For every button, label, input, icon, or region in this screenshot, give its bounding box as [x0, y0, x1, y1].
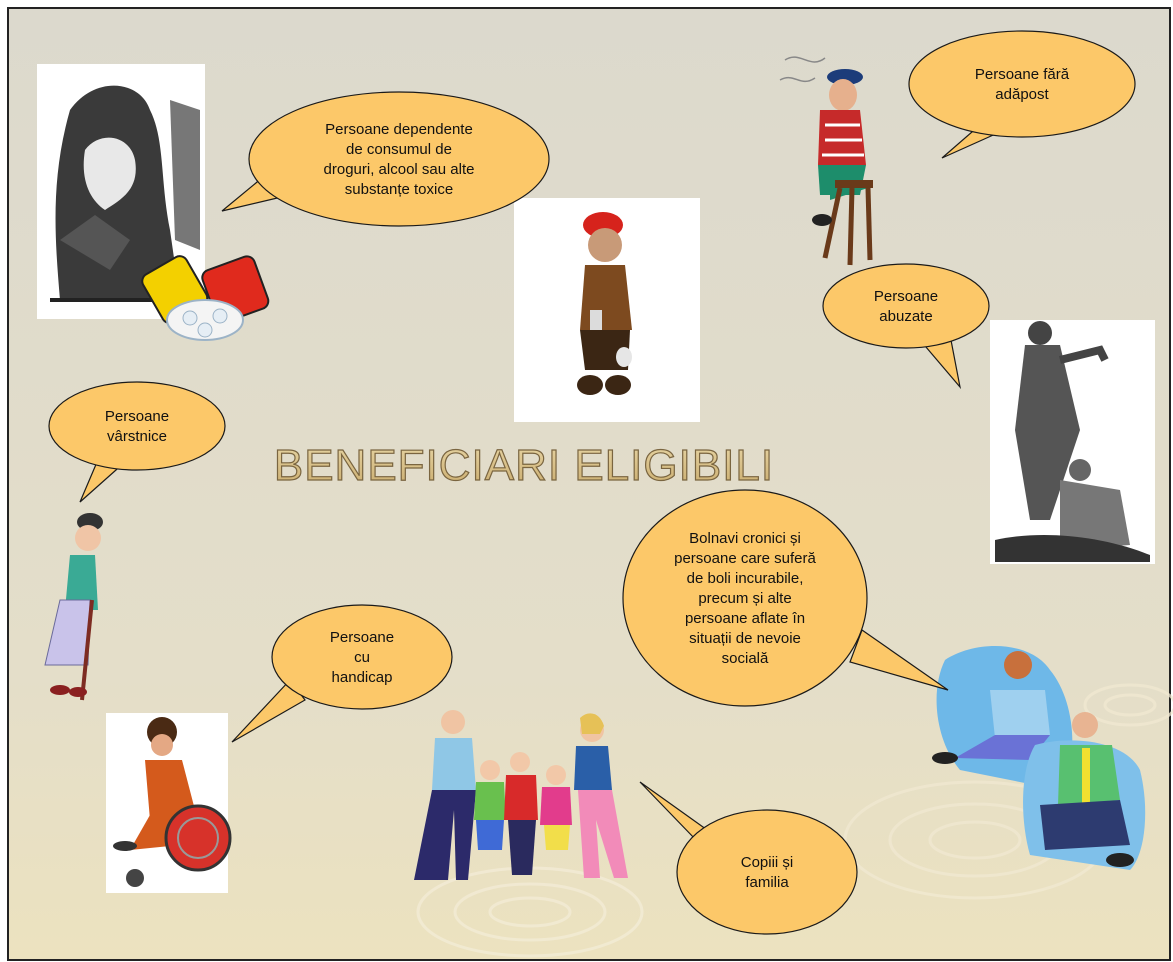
bubble-text-line: abuzate — [879, 308, 932, 325]
speech-bubble-fara-adapost: Persoane fără adăpost — [908, 30, 1136, 159]
bubble-text-line: vârstnice — [107, 428, 167, 445]
bubble-body — [822, 263, 990, 349]
speech-bubble-dependente: Persoane dependente de consumul de droguri… — [221, 91, 550, 227]
speech-bubble-varstnice: Persoane vârstnice — [48, 381, 226, 503]
bubble-text: Persoane cu handicap — [330, 629, 394, 686]
bubble-text-line: de boli incurabile, — [687, 570, 804, 587]
bubble-text-line: situații de nevoie — [689, 630, 801, 647]
bubble-body — [248, 91, 550, 227]
bubble-text-line: familia — [745, 874, 789, 891]
drunk-man-illustration — [514, 198, 700, 422]
bubble-text-line: Persoane fără — [975, 66, 1070, 83]
bubble-text-line: adăpost — [995, 86, 1049, 103]
elderly-woman-with-cane-illustration — [44, 513, 103, 701]
bubble-text: Persoane vârstnice — [105, 408, 169, 445]
bubble-text-line: cu — [354, 649, 370, 666]
slide-title: BENEFICIARI ELIGIBILI — [274, 441, 774, 490]
bubble-text: Persoane fără adăpost — [975, 66, 1070, 103]
bubble-text: Persoane dependente de consumul de droguri… — [324, 121, 475, 198]
bubble-text-line: Bolnavi cronici și — [689, 530, 801, 547]
speech-bubble-copii: Copiii și familia — [639, 781, 858, 935]
bubble-text-line: Persoane — [105, 408, 169, 425]
smoking-man-on-stool-illustration — [779, 56, 873, 266]
bubble-shape — [849, 629, 949, 691]
bubble-text-line: droguri, alcool sau alte — [324, 161, 475, 178]
bubble-text-line: Copiii și — [741, 854, 794, 871]
bubble-body — [908, 30, 1136, 138]
bubble-text-line: persoane care suferă — [674, 550, 816, 567]
speech-bubble-bolnavi: Bolnavi cronici și persoane care suferă de… — [622, 489, 949, 707]
family-with-children-illustration — [414, 710, 628, 880]
bubble-body — [48, 381, 226, 471]
bubble-text-line: persoane aflate în — [685, 610, 805, 627]
bubble-body — [676, 809, 858, 935]
bubble-text-line: de consumul de — [346, 141, 452, 158]
bubble-text-line: substanțe toxice — [345, 181, 453, 198]
bubble-body — [622, 489, 868, 707]
bubble-text-line: Persoane — [874, 288, 938, 305]
bubble-body — [271, 604, 453, 710]
bubble-text-line: precum și alte — [698, 590, 791, 607]
pill-capsules-icon — [141, 255, 270, 341]
abuse-scene-illustration — [990, 320, 1155, 564]
bubble-text: Copiii și familia — [741, 854, 794, 891]
bubble-text-line: socială — [722, 650, 769, 667]
bubble-text-line: handicap — [332, 669, 393, 686]
distressed-people-illustration — [932, 646, 1146, 870]
bubble-text-line: Persoane — [330, 629, 394, 646]
bubble-text: Persoane abuzate — [874, 288, 938, 325]
wheelchair-user-illustration — [106, 713, 232, 893]
bubble-text-line: Persoane dependente — [325, 121, 473, 138]
speech-bubble-abuzate: Persoane abuzate — [822, 263, 990, 390]
bubble-text: Bolnavi cronici și persoane care suferă de… — [674, 530, 816, 667]
speech-bubble-handicap: Persoane cu handicap — [231, 604, 453, 743]
